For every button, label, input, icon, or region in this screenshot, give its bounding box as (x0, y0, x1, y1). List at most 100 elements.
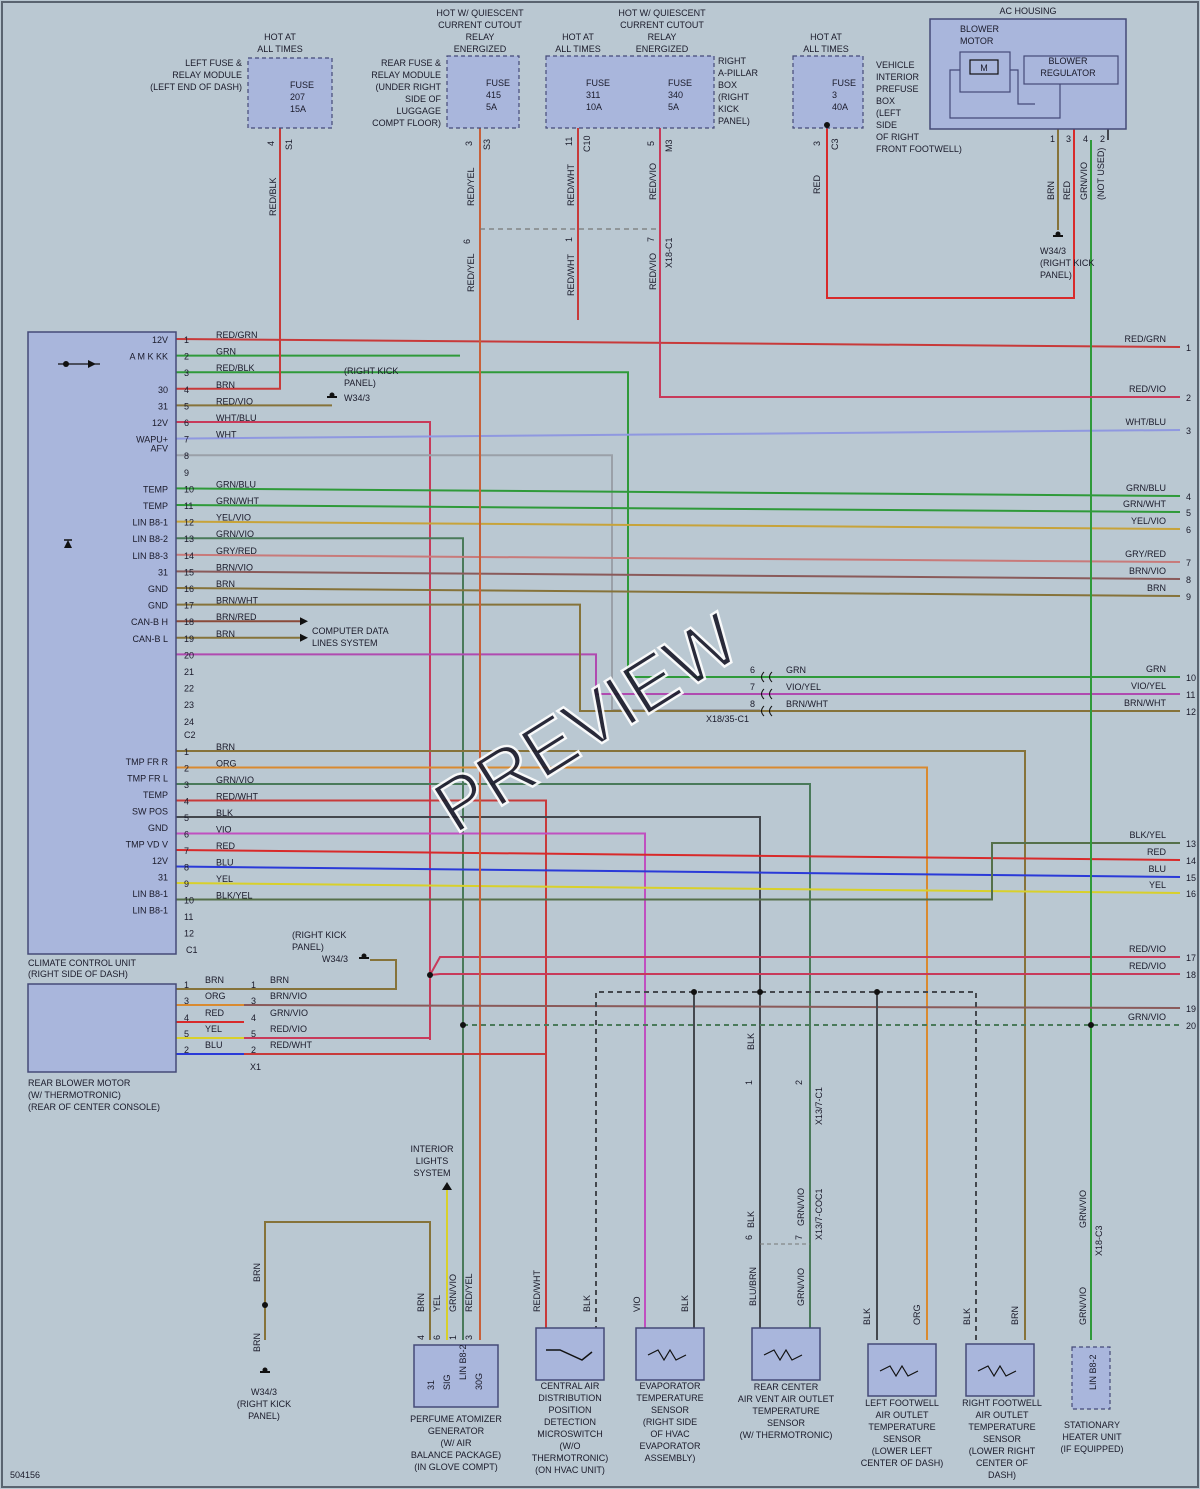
rear-center-resistor-symbol (763, 1348, 803, 1362)
rear-blower-pin: 4 (184, 1013, 189, 1023)
wire-blk-ground (176, 816, 761, 1340)
right-edge-wire-color: GRN/WHT (1123, 499, 1166, 509)
rear-blower-conn-pin: 1 (251, 980, 256, 990)
rear-blower-conn-pin: 5 (251, 1029, 256, 1039)
right-edge-wire-color: GRN/BLU (1126, 483, 1166, 493)
blower-regulator-box (1023, 55, 1119, 85)
right-edge-wire-color: RED (1147, 847, 1167, 857)
rear-blower-wire-left: ORG (205, 991, 226, 1001)
ccu-c2-wire-color: GRN/WHT (216, 496, 259, 506)
right-edge-wire-color: YEL/VIO (1131, 516, 1166, 526)
ccu-c1-wire-color: YEL (216, 874, 233, 884)
wire-ac-red (826, 125, 1075, 299)
ccu-c1-pin-number: 11 (184, 912, 193, 922)
wire-brn-right-footwell (176, 750, 1026, 1340)
right-edge-wire-color: RED/VIO (1129, 944, 1166, 954)
right-edge-number: 9 (1186, 592, 1191, 602)
x18-pin: 7 (750, 682, 755, 692)
right-edge-wire-color: VIO/YEL (1131, 681, 1166, 691)
splice-ground-2 (757, 989, 763, 995)
x18-connector-symbol (761, 705, 773, 717)
ccu-c2-pin-number: 2 (184, 352, 189, 362)
x13-pin-2: 2 (794, 1080, 804, 1085)
can-l-arrow (300, 633, 308, 642)
interior-lights-arrow (442, 1182, 452, 1190)
ccu-c1-wire-color: BLU (216, 858, 234, 868)
ccu-c1-pin-label: TMP FR L (127, 774, 168, 784)
ccu-c2-wire-color: GRN/VIO (216, 529, 254, 539)
ccu-c2-wire-color: BRN/WHT (216, 596, 258, 606)
right-edge-number: 17 (1186, 953, 1196, 963)
ccu-c2-pin-label: A M K KK (129, 352, 168, 362)
ccu-c1-wire-color: RED/WHT (216, 792, 258, 802)
wire-yel-vio (175, 520, 1181, 530)
ccu-c2-pin-label: GND (148, 584, 169, 594)
microswitch-wire-color: RED/WHT (532, 1270, 542, 1312)
right-edge-wire-color: RED/VIO (1129, 961, 1166, 971)
fuse-415-wire-color-lower: RED/YEL (466, 253, 476, 292)
wire-red-grn (175, 338, 1181, 348)
left-footwell-wire-org: ORG (912, 1304, 922, 1325)
ccu-c2-pin-number: 20 (184, 650, 194, 660)
ccu-c2-pin-number: 9 (184, 468, 189, 478)
wire-red-14 (175, 849, 1181, 861)
rear-blower-pin: 2 (184, 1045, 189, 1055)
rear-blower-pin: 3 (184, 996, 189, 1006)
wire-grn-vio-lin (176, 537, 464, 1340)
ccu-c2-pin-number: 13 (184, 534, 194, 544)
wire-red-vio-fuse340 (659, 70, 1180, 398)
right-edge-number: 4 (1186, 492, 1191, 502)
ac-housing (929, 18, 1127, 130)
right-footwell-wire-blk: BLK (962, 1308, 972, 1325)
switch-symbol (546, 1349, 593, 1361)
ccu-c2-pin-number: 10 (184, 484, 194, 494)
ccu-c1-wire-color: VIO (216, 825, 232, 835)
ccu-c1-wire-color: RED (216, 841, 236, 851)
ac-wire-color: GRN/VIO (1079, 162, 1089, 200)
ccu-c2-pin-label: WAPU+AFV (136, 435, 168, 454)
x18-pin: 6 (750, 665, 755, 675)
x13-c1-label: X13/7-C1 (814, 1087, 824, 1125)
ccu-c2-wire-color: GRN (216, 347, 236, 357)
ccu-c1-pin-label: LIN B8-1 (132, 906, 168, 916)
perfume-wire-color: RED/YEL (464, 1273, 474, 1312)
right-edge-wire-color: RED/VIO (1129, 384, 1166, 394)
diode-symbol (64, 540, 72, 548)
fuse-box-rear-module (446, 55, 520, 129)
ccu-c2-pin-number: 19 (184, 634, 194, 644)
ground-w34-ac-dot (1055, 231, 1061, 237)
ccu-c1-wire-color: ORG (216, 759, 237, 769)
ccu-c2-pin-number: 3 (184, 368, 189, 378)
ccu-c2-pin-label: 30 (158, 385, 168, 395)
ccu-c2-pin-label: GND (148, 601, 169, 611)
fuse-207-pin: 4 (266, 141, 276, 146)
wire-brn-vio (175, 570, 1181, 580)
right-edge-number: 11 (1186, 690, 1195, 700)
fuse-415-wire-color: RED/YEL (466, 167, 476, 206)
perfume-pin: 1 (448, 1335, 458, 1340)
rear-center-air-vent-sensor (751, 1327, 821, 1381)
right-footwell-resistor-symbol (977, 1364, 1017, 1378)
ccu-c2-pin-number: 14 (184, 551, 194, 561)
ground-w34-upper-dot (329, 392, 335, 398)
right-footwell-sensor (965, 1343, 1035, 1397)
ccu-c2-wire-color: BRN (216, 629, 235, 639)
fuse-415-pin: 3 (464, 141, 474, 146)
perfume-pin-label: 31 (426, 1380, 436, 1390)
right-edge-wire-color: BRN/WHT (1124, 698, 1166, 708)
wire-blu-15 (175, 865, 1181, 878)
ccu-c1-pin-number: 8 (184, 863, 189, 873)
ccu-c1-pin-number: 1 (184, 747, 189, 757)
rear-center-wire-blu-brn: BLU/BRN (748, 1267, 758, 1306)
microswitch-wire-blk: BLK (582, 1295, 592, 1312)
ccu-c2-pin-number: 12 (184, 518, 194, 528)
right-edge-number: 3 (1186, 426, 1191, 436)
